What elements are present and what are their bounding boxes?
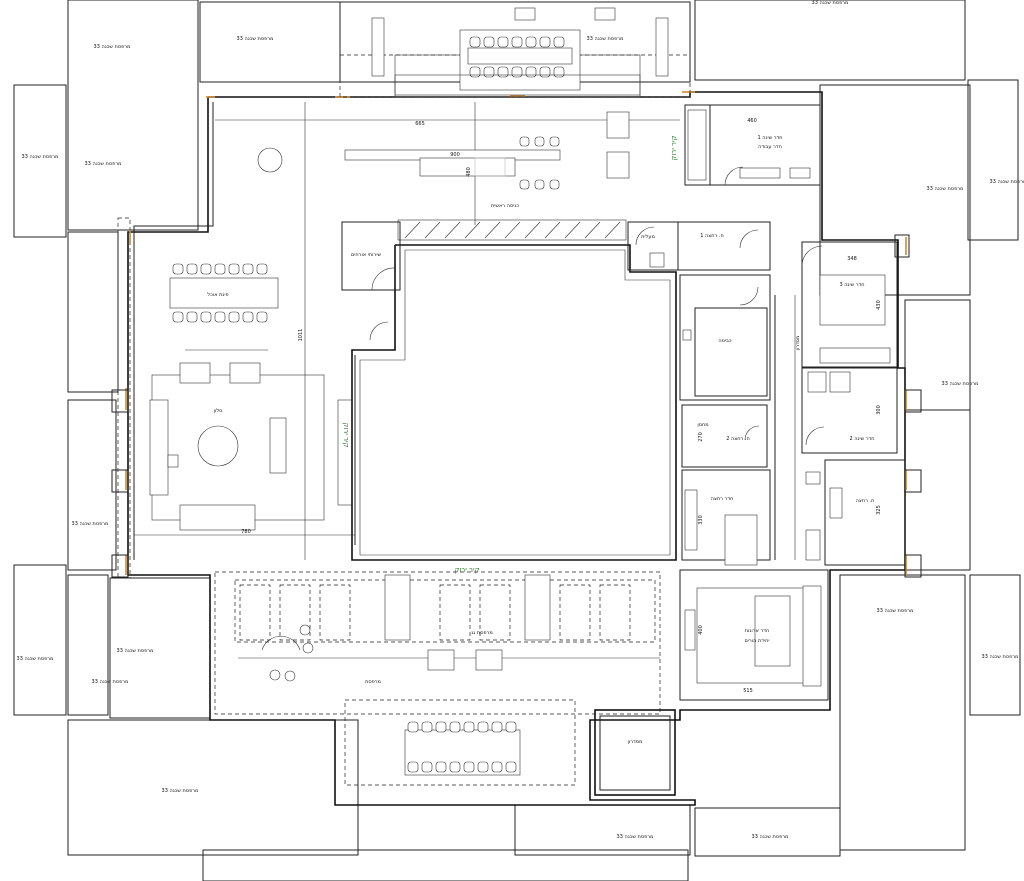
dim-460: 460 [747, 118, 757, 124]
label-guest-wc: שירותי אורחים [351, 252, 382, 258]
label-neighbor-top-left: מרפסת שכנה 33 [94, 44, 131, 50]
round-table [261, 624, 314, 682]
label-bedroom1-line2: חדר עבודה [758, 144, 782, 150]
exterior-walls [117, 91, 906, 806]
label-neighbor-left-3: מרפסת שכנה 33 [72, 521, 109, 527]
label-outdoor-kitchen: מרפסת גג [471, 630, 493, 636]
dim-400: 400 [698, 625, 704, 635]
label-bathroom2: ח. רחצה 2 [726, 436, 750, 442]
kitchen-area [215, 102, 680, 560]
label-neighbor-left-4: מרפסת שכנה 33 [17, 656, 54, 662]
label-walk-in: חדר ארונות [745, 628, 770, 634]
dim-330: 330 [698, 515, 704, 525]
label-neighbor-right-2: מרפסת שכנה 33 [942, 381, 979, 387]
label-green-wall-left: קיר ירוק [342, 422, 350, 447]
label-corridor: מסדרון [628, 739, 643, 745]
dim-1011: 1011 [298, 329, 304, 342]
entrance-wc [369, 221, 679, 341]
label-neighbor-right-bottom: מרפסת שכנה 33 [877, 608, 914, 614]
terrace-chairs [469, 36, 565, 78]
label-neighbor-bottom-right: מרפסת שכנה 33 [752, 834, 789, 840]
label-neighbor-bottom: מרפסת שכנה 33 [617, 834, 654, 840]
dining-table [169, 263, 279, 323]
label-bedroom2: חדר שינה 2 [849, 436, 874, 442]
label-master-bath: חדר רחצה [711, 496, 734, 502]
label-living: סלון [214, 408, 223, 414]
dim-780: 780 [241, 529, 251, 535]
label-neighbor-far-right-bottom: מרפסת שכנה 33 [982, 654, 1019, 660]
label-neighbor-right: מרפסת שכנה 33 [927, 186, 964, 192]
label-corridor-right: מסדרון [795, 336, 801, 351]
lower-terrace [214, 571, 676, 796]
label-neighbor-top-right: מרפסת שכנה 33 [587, 36, 624, 42]
label-neighbor-left: מרפסת שכנה 33 [22, 154, 59, 160]
kitchen-stools [519, 136, 560, 190]
label-bathroom1: ח. רחצה 1 [700, 233, 724, 239]
label-bedroom1-line1: חדר שינה 1 [757, 135, 782, 141]
label-terrace: מרפסת [365, 679, 381, 685]
dim-515: 515 [743, 688, 753, 694]
windows [125, 91, 907, 575]
master-suite [679, 569, 829, 701]
label-neighbor-left-2: מרפסת שכנה 33 [85, 161, 122, 167]
window-bays [111, 234, 922, 578]
central-courtyard [341, 221, 677, 561]
label-neighbor-far-right: מרפסת שכנה 33 [990, 179, 1024, 185]
label-neighbor-left-6: מרפסת שכנה 33 [92, 679, 129, 685]
label-bedroom3: חדר שינה 3 [839, 282, 864, 288]
label-dining: פינת אוכל [207, 292, 228, 298]
label-green-wall-top: קיר ירוק [670, 135, 678, 160]
label-green-wall-bottom: קיר ירוק [454, 566, 479, 574]
label-main-entrance: כניסה ראשית [491, 203, 519, 209]
dim-270: 270 [698, 432, 704, 442]
dim-430: 430 [876, 300, 882, 310]
label-master-suite: יחידת הורים [745, 638, 770, 644]
label-lift: מעלית [641, 234, 655, 240]
dimension-labels: 665 900 480 460 348 430 300 325 270 330 … [241, 118, 882, 694]
label-neighbor-top-far-right: מרפסת שכנה 33 [812, 0, 849, 6]
label-neighbor-left-5: מרפסת שכנה 33 [117, 648, 154, 654]
lower-terrace-chairs [407, 721, 517, 773]
dim-300: 300 [876, 405, 882, 415]
label-neighbor-top: מרפסת שכנה 33 [237, 36, 274, 42]
dim-348: 348 [847, 256, 857, 262]
label-neighbor-bottom-left: מרפסת שכנה 33 [162, 788, 199, 794]
label-laundry: כביסה [718, 338, 732, 344]
dim-665: 665 [415, 121, 425, 127]
top-terrace [339, 7, 691, 98]
kitchen-cabinet-hatching [404, 221, 621, 239]
dim-325: 325 [876, 505, 882, 515]
label-bathroom3: ח. רחצה [856, 498, 875, 504]
right-wing [677, 104, 906, 566]
label-storage: מחסן [697, 422, 708, 428]
dim-900: 900 [450, 152, 460, 158]
dim-480: 480 [466, 167, 472, 177]
room-labels: מרפסת שכנה 33 מרפסת שכנה 33 מרפסת שכנה 3… [17, 0, 1024, 840]
terrace-planters [239, 584, 631, 641]
living-room [134, 349, 355, 536]
